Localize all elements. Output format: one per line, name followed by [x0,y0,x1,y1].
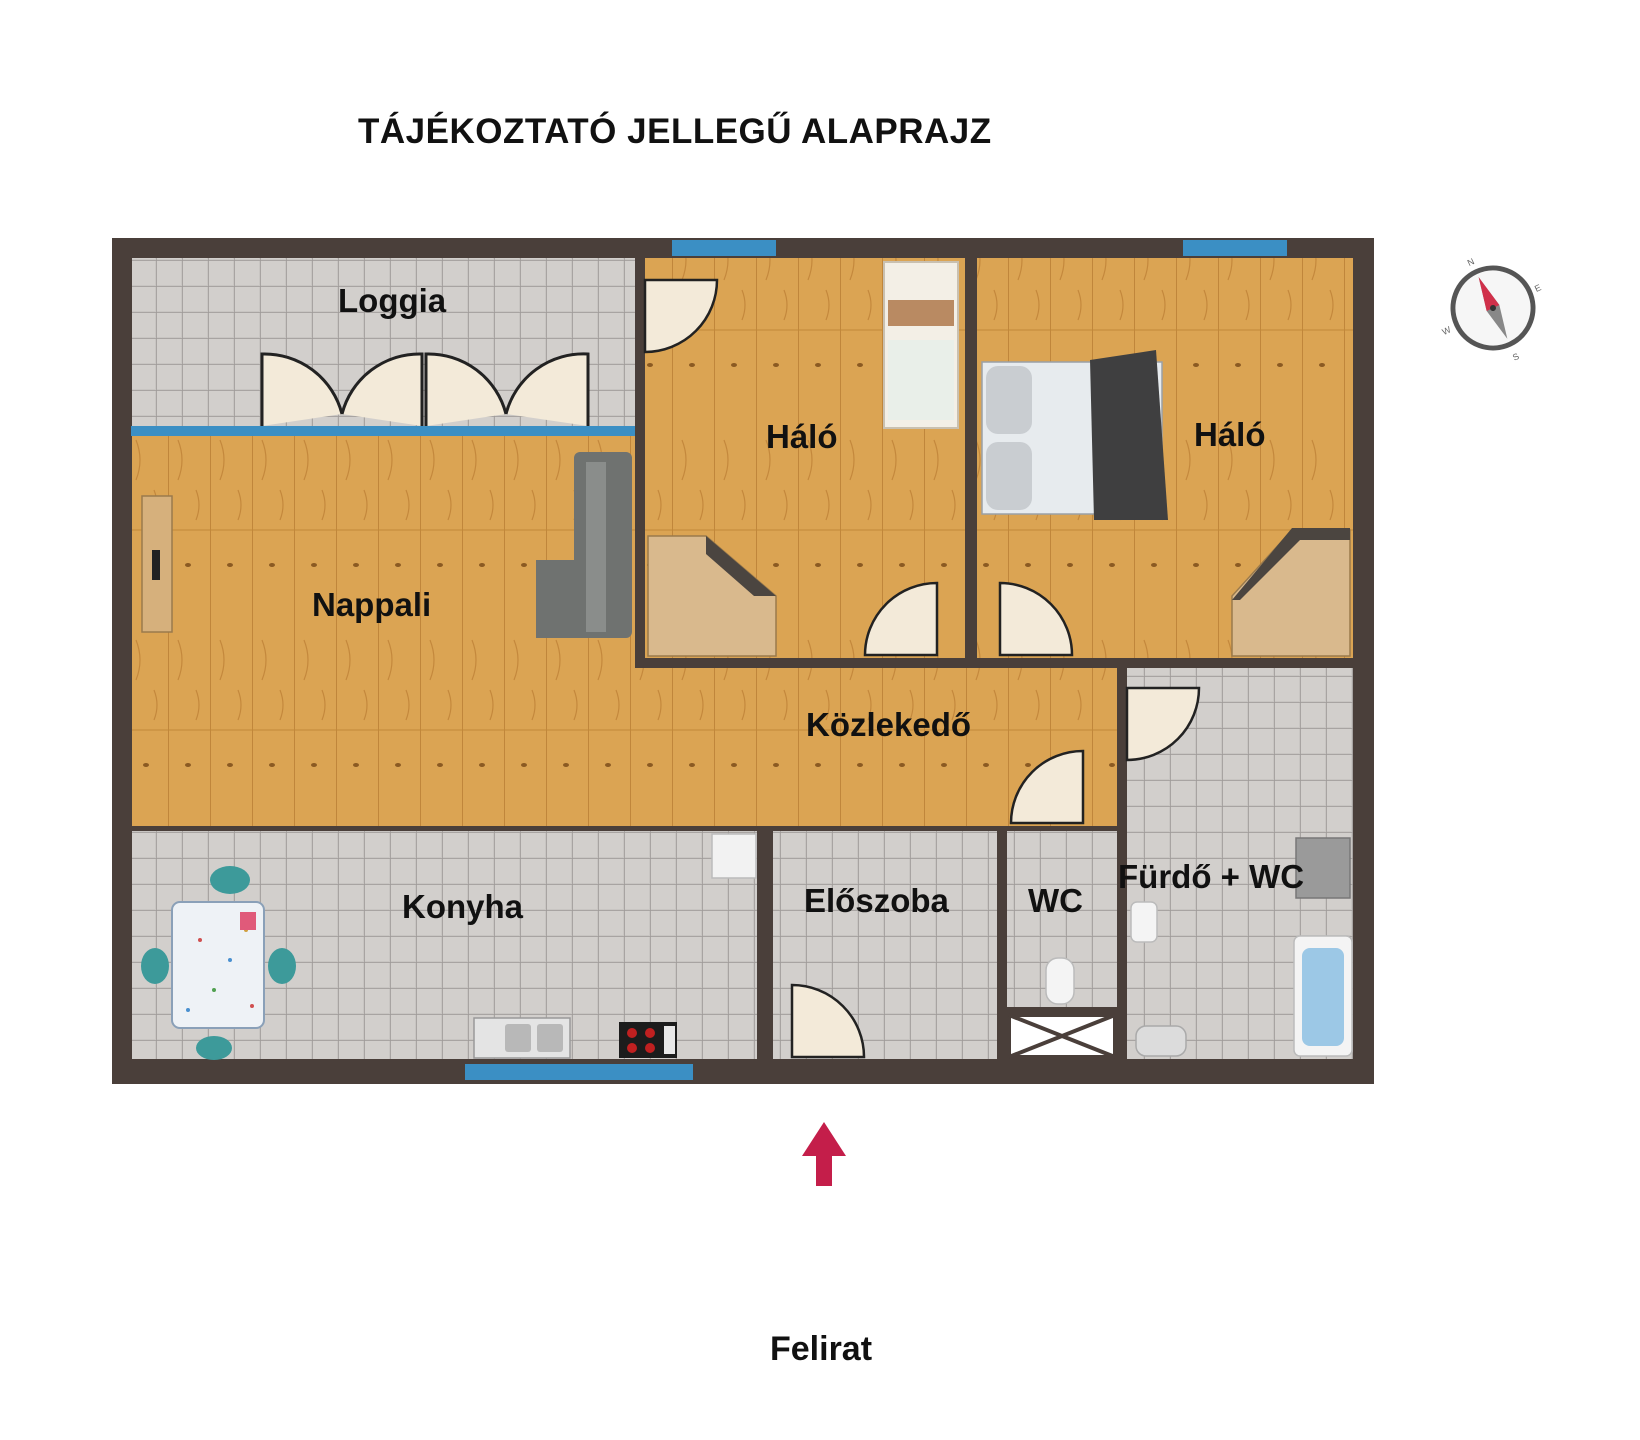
dining-table [171,901,265,1029]
bathtub [1293,935,1353,1057]
compass-north-label: N [1466,256,1476,268]
cooktop [619,1022,677,1058]
room-label-konyha: Konyha [402,888,524,925]
room-label-eloszoba: Előszoba [804,882,950,919]
wardrobe-right [1231,528,1351,657]
double-bed [981,350,1168,520]
toilet-bath [1135,1025,1187,1057]
crib [883,261,959,429]
washing-machine [1295,837,1351,899]
compass-west-label: W [1441,324,1453,337]
dining-chairs [141,866,296,1060]
shaft [1007,1013,1117,1059]
room-label-wc: WC [1028,882,1083,919]
caption: Felirat [770,1330,873,1368]
entrance-arrow-icon [802,1122,846,1186]
room-label-halo-right: Háló [1194,416,1266,453]
compass-south-label: S [1511,351,1521,363]
tv-console [141,495,173,633]
interior-doors [643,278,1201,1059]
toilet-wc [1045,957,1075,1005]
windows [131,240,1287,1080]
compass-east-label: E [1533,282,1543,294]
interior-walls [132,258,1353,1059]
compass-icon: N E S W [1441,256,1543,363]
sofa [536,452,632,638]
fridge [711,833,757,879]
room-label-nappali: Nappali [312,586,431,623]
room-label-furdo: Fürdő + WC [1118,858,1304,895]
wardrobe-left [647,535,777,657]
plan-title: TÁJÉKOZTATÓ JELLEGŰ ALAPRAJZ [358,112,992,151]
kitchen-sink [473,1017,571,1059]
loggia-doors [260,352,590,426]
washbasin [1130,901,1158,943]
room-label-halo-left: Háló [766,418,838,455]
room-label-kozlekedo: Közlekedő [806,706,971,743]
room-label-loggia: Loggia [338,282,447,319]
